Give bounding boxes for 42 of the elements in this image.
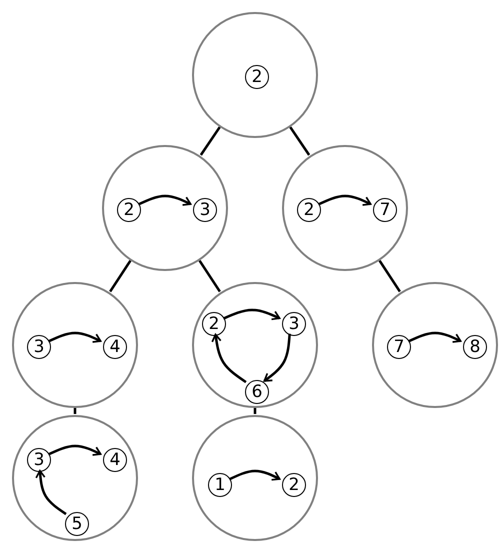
- tree-node-circle: [102, 145, 228, 271]
- arrow: [228, 470, 280, 481]
- tree-node-circle: [192, 415, 318, 541]
- tree-edge: [378, 260, 401, 292]
- number-circle: 3: [27, 335, 51, 359]
- number-circle: 7: [387, 335, 411, 359]
- arrow: [408, 332, 462, 343]
- arrow: [48, 332, 102, 343]
- tree-edge: [200, 126, 221, 156]
- number-circle: 2: [245, 65, 269, 89]
- number-circle: 2: [297, 198, 321, 222]
- number-circle: 2: [202, 312, 226, 336]
- arrow: [211, 334, 247, 384]
- tree-edge: [109, 260, 132, 292]
- number-circle: 7: [373, 198, 397, 222]
- tree-edge: [74, 408, 76, 414]
- tree-node-circle: [192, 282, 318, 408]
- tree-node-circle: [372, 282, 498, 408]
- number-circle: 4: [103, 448, 127, 472]
- number-circle: 8: [463, 335, 487, 359]
- arrow: [318, 194, 372, 206]
- number-circle: 1: [208, 473, 232, 497]
- number-circle: 4: [103, 335, 127, 359]
- number-circle: 3: [27, 448, 51, 472]
- tree-edge: [254, 408, 256, 414]
- tree-edge: [198, 260, 221, 292]
- number-circle: 6: [245, 380, 269, 404]
- number-circle: 3: [193, 198, 217, 222]
- arrow: [263, 334, 291, 382]
- tree-edge: [289, 126, 310, 156]
- arrow: [35, 470, 67, 516]
- number-circle: 3: [282, 312, 306, 336]
- tree-node-circle: [282, 145, 408, 271]
- number-circle: 5: [65, 512, 89, 536]
- arrow: [138, 194, 192, 206]
- tree-node-circle: [12, 415, 138, 541]
- tree-node-circle: [12, 282, 138, 408]
- number-circle: 2: [282, 473, 306, 497]
- arrow: [222, 308, 280, 320]
- arrow: [48, 444, 102, 456]
- tree-node-circle: [192, 12, 318, 138]
- number-circle: 2: [117, 198, 141, 222]
